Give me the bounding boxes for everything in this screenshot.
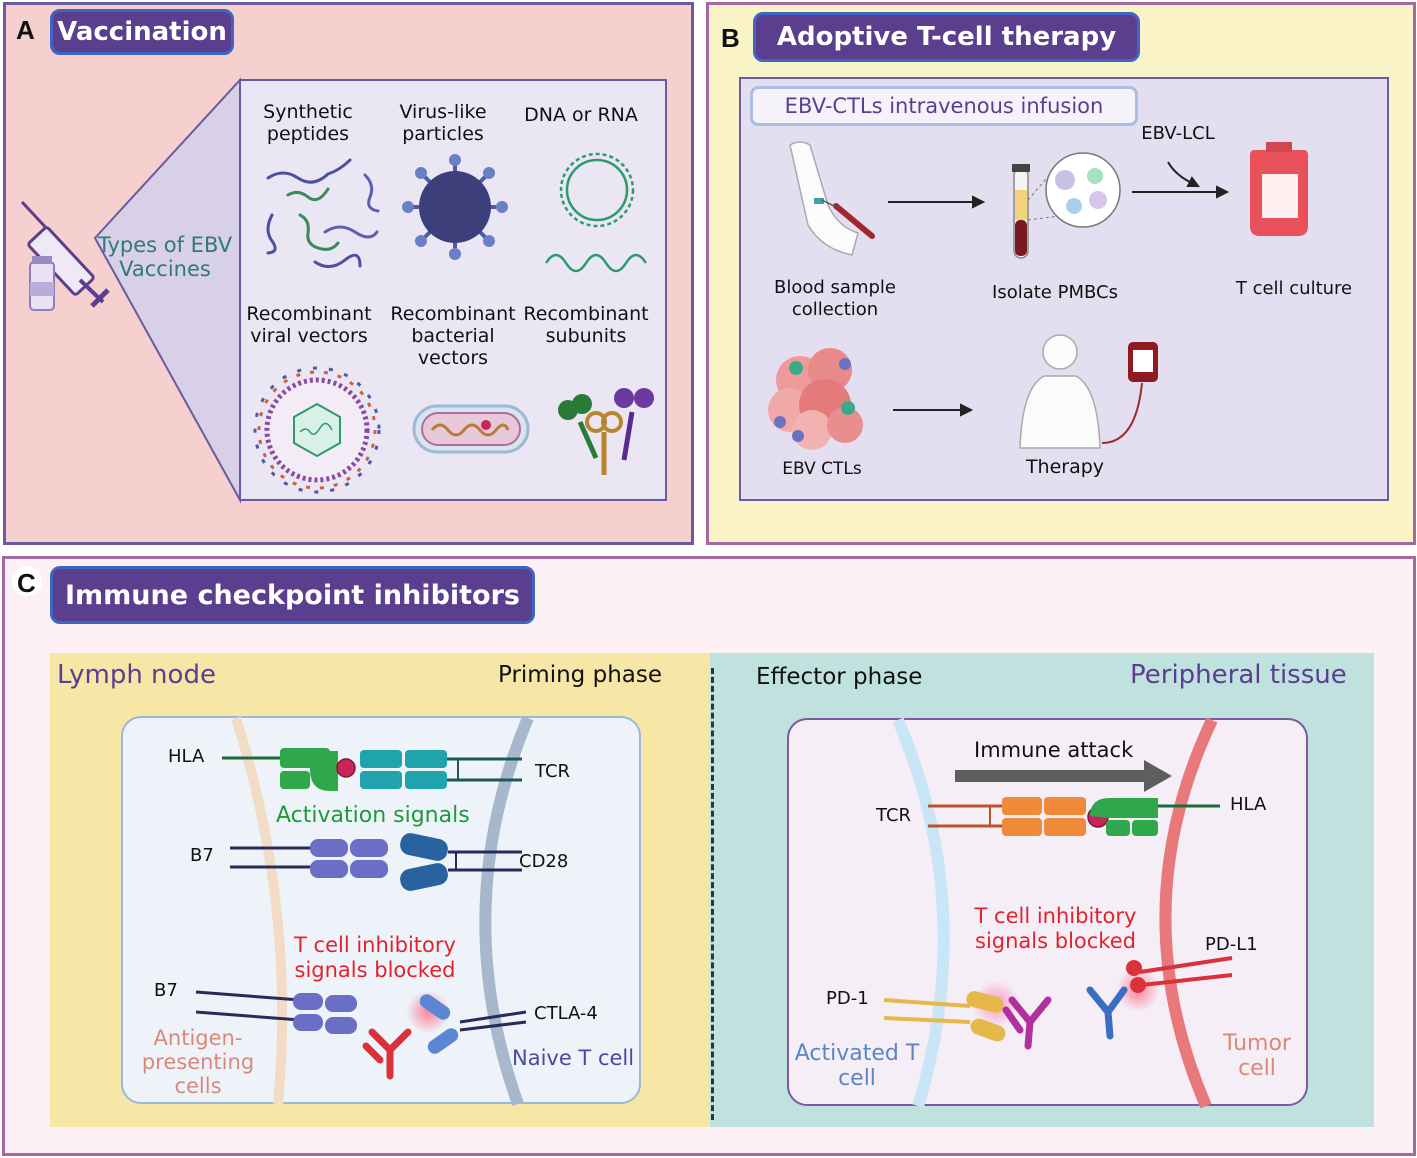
b7-label-top: B7 — [190, 845, 214, 866]
anti-pd1-antibody-icon — [1002, 996, 1052, 1050]
isolate-pmbcs-label: Isolate PMBCs — [992, 282, 1118, 303]
tcr-hla-complex — [928, 797, 1220, 836]
ebv-ctls-cluster-icon — [768, 348, 863, 450]
tumor-cell-membrane — [1159, 717, 1218, 1109]
inhibitory-signals-right-label: T cell inhibitory signals blocked — [974, 904, 1137, 953]
ebv-ctls-infusion-subtitle: EBV-CTLs intravenous infusion — [750, 86, 1138, 126]
pdl1-antibody — [1086, 956, 1233, 1040]
panel-c-title: Immune checkpoint inhibitors — [50, 566, 535, 624]
process-arrows — [888, 161, 1230, 417]
patient-therapy-icon — [1019, 334, 1158, 449]
peripheral-tissue-label: Peripheral tissue — [1130, 660, 1347, 690]
b7-ctla4-antibody — [195, 990, 527, 1080]
blood-sample-label: Blood sample collection — [774, 277, 896, 320]
anti-ctla4-antibody-icon — [362, 1028, 412, 1080]
synthetic-peptides-icon — [266, 158, 380, 268]
panel-b-letter: B — [721, 23, 740, 53]
recombinant-viral-vectors-label: Recombinant viral vectors — [246, 303, 372, 347]
apc-membrane — [231, 716, 288, 1105]
panel-a-title: Vaccination — [50, 9, 234, 55]
tumor-cell-label: Tumor cell — [1223, 1031, 1291, 1081]
priming-phase-label: Priming phase — [498, 662, 662, 688]
cd28-label: CD28 — [519, 851, 569, 872]
panel-a-letter: A — [16, 15, 35, 45]
dna-rna-icon — [544, 152, 648, 273]
tcr-label-left: TCR — [535, 761, 571, 782]
immune-attack-arrow — [955, 760, 1172, 792]
recombinant-bacterial-vectors-label: Recombinant bacterial vectors — [390, 303, 516, 369]
arm-blood-draw-icon — [789, 141, 875, 256]
phase-divider — [711, 668, 714, 1120]
synthetic-peptides-label: Synthetic peptides — [263, 101, 353, 145]
effector-synapse-box — [787, 718, 1308, 1106]
immune-attack-label: Immune attack — [974, 738, 1134, 762]
ctla4-label: CTLA-4 — [534, 1003, 598, 1024]
therapy-label: Therapy — [1025, 456, 1105, 478]
virus-like-particle-icon — [402, 154, 508, 260]
recombinant-subunits-icon — [558, 388, 654, 475]
ebv-ctls-label: EBV CTLs — [782, 459, 862, 479]
blood-bag-icon — [1250, 142, 1308, 236]
t-cell-culture-label: T cell culture — [1235, 278, 1353, 299]
test-tube-icon — [1012, 152, 1121, 259]
virus-like-particles-label: Virus-like particles — [399, 101, 487, 145]
antigen-presenting-cells-label: Antigen-presenting cells — [141, 1026, 255, 1098]
viral-vector-icon — [253, 366, 381, 494]
pd1-antibody — [883, 980, 1052, 1050]
vial-icon — [29, 256, 55, 311]
pd-1-label: PD-1 — [826, 988, 869, 1009]
tcr-label-right: TCR — [876, 805, 912, 826]
activated-t-cell-label: Activated T cell — [794, 1041, 920, 1091]
bacterial-vector-icon — [412, 404, 530, 454]
lymph-node-label: Lymph node — [57, 660, 216, 690]
hla-tcr-complex — [222, 748, 522, 791]
panel-b-title: Adoptive T-cell therapy — [753, 12, 1140, 62]
naive-t-cell-label: Naive T cell — [512, 1046, 635, 1070]
recombinant-subunits-label: Recombinant subunits — [523, 303, 649, 347]
panel-c-letter-badge — [12, 566, 42, 596]
effector-phase-label: Effector phase — [756, 664, 923, 690]
pd-l1-label: PD-L1 — [1205, 934, 1258, 955]
b7-label-bottom: B7 — [154, 980, 178, 1001]
activated-t-cell-membrane — [892, 717, 950, 1108]
activation-signals-label: Activation signals — [276, 803, 470, 828]
ebv-lcl-label: EBV-LCL — [1141, 123, 1215, 144]
dna-rna-label: DNA or RNA — [524, 104, 638, 126]
hla-label-right: HLA — [1230, 794, 1267, 815]
b7-cd28-complex — [230, 833, 522, 891]
naive-t-cell-membrane — [479, 715, 534, 1107]
types-of-ebv-vaccines-label: Types of EBV Vaccines — [97, 233, 233, 281]
anti-pdl1-antibody-icon — [1086, 986, 1128, 1040]
inhibitory-signals-left-label: T cell inhibitory signals blocked — [294, 933, 456, 982]
panel-c-letter: C — [17, 568, 36, 598]
hla-label-left: HLA — [168, 746, 205, 767]
